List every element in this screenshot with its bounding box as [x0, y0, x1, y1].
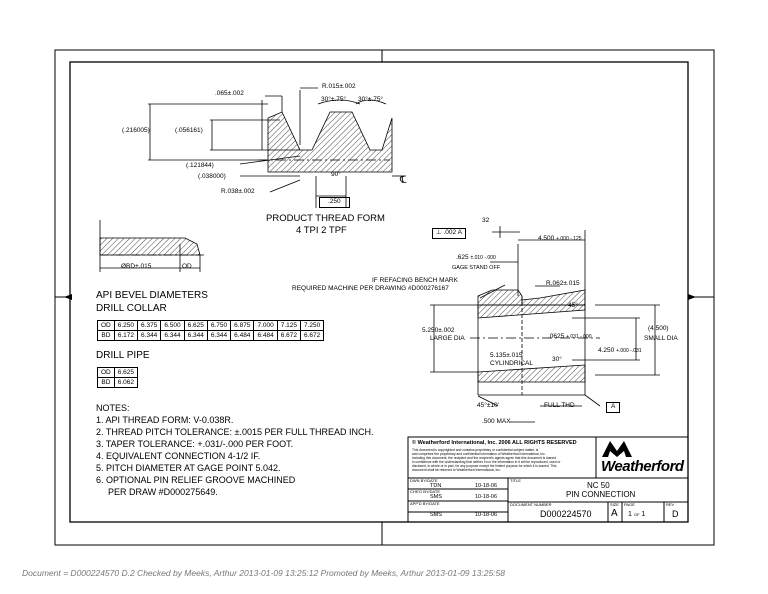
bevel-heading: API BEVEL DIAMETERS — [96, 290, 208, 301]
dwn-date: 10-18-06 — [475, 483, 498, 489]
note-6-continued: PER DRAW #D000275649. — [108, 487, 218, 497]
datum-a: A — [606, 402, 621, 413]
appd-label: APP'D BY/DATE — [410, 501, 440, 506]
large-dia-label: LARGE DIA — [430, 335, 465, 342]
dim-r038: R.038±.002 — [221, 188, 255, 195]
angle-45-bottom: 45°±10' — [477, 402, 499, 409]
small-dia-label: SMALL DIA — [644, 335, 678, 342]
large-dia-value: 5.250±.002 — [422, 327, 455, 334]
dim-121: (.121844) — [186, 162, 214, 169]
inner-border — [69, 61, 689, 523]
drawing-title-1: NC 50 — [587, 481, 610, 490]
pin-connection-drawing — [430, 226, 660, 423]
note-4: 4. EQUIVALENT CONNECTION 4-1/2 IF. — [96, 451, 261, 461]
size-label: SIZE — [610, 502, 619, 507]
title-block-grid — [407, 436, 689, 523]
refacing-note-2: REQUIRED MACHINE PER DRAWING #D000276167 — [292, 285, 449, 292]
thread-form-drawing — [148, 87, 406, 208]
angle-90: 90° — [331, 171, 341, 178]
dim-r062: R.062±.015 — [546, 280, 580, 287]
bd-label: ØBD±.015 — [121, 263, 152, 270]
note-6: 6. OPTIONAL PIN RELIEF GROOVE MACHINED — [96, 475, 296, 485]
legal-line: This document is copyrighted and contain… — [412, 448, 539, 452]
dwn-label: DWN BY/DATE — [410, 478, 438, 483]
angle-45: 45° — [568, 302, 578, 309]
dim-038: (.038000) — [198, 173, 226, 180]
centerline-symbol: ℄ — [400, 175, 407, 186]
drawing-title-2: PIN CONNECTION — [566, 490, 636, 499]
company-name: Weatherford — [601, 458, 684, 475]
dim-r015: R.015±.002 — [322, 83, 356, 90]
revision: D — [672, 509, 679, 519]
thread-form-title: PRODUCT THREAD FORM — [266, 213, 385, 224]
note-5: 5. PITCH DIAMETER AT GAGE POINT 5.042. — [96, 463, 281, 473]
dwn-by: TDN — [430, 483, 442, 489]
angle-30-right: 30°±.75° — [358, 96, 384, 103]
appd-date: 10-18-06 — [475, 512, 498, 518]
rev-label: REV — [666, 502, 675, 507]
chkd-date: 10-18-06 — [475, 494, 498, 500]
document-number: D000224570 — [540, 509, 592, 519]
company-logo-icon — [602, 441, 632, 457]
note-3: 3. TAPER TOLERANCE: +.031/-.000 PER FOOT… — [96, 439, 294, 449]
dim-250: .250 — [319, 197, 350, 208]
legal-line: including this document, the recipient a… — [412, 456, 556, 460]
dim-625: .625 ±.010 -.000 — [456, 254, 496, 261]
page-count: 1 OF 1 — [628, 511, 646, 518]
bevel-detail-drawing — [99, 220, 205, 272]
dim-216: (.216005) — [122, 127, 150, 134]
legal-line: in confidence with the understanding tha… — [412, 460, 561, 464]
dim-4500: 4.500 +.000 -.125 — [538, 235, 582, 242]
legal-line: disclosed, in whole or in part, for any … — [412, 464, 557, 468]
note-2: 2. THREAD PITCH TOLERANCE: ±.0015 PER FU… — [96, 427, 374, 437]
gage-standoff: GAGE STAND OFF — [452, 265, 501, 271]
dim-500-max: .500 MAX — [482, 418, 511, 425]
appd-by: SMS — [430, 512, 442, 518]
title-label: TITLE — [510, 478, 521, 483]
copyright: © Weatherford International, Inc. 2006 A… — [412, 440, 577, 446]
notes-heading: NOTES: — [96, 403, 130, 413]
note-1: 1. API THREAD FORM: V-0.038R. — [96, 415, 234, 425]
full-thread-label: FULL THD — [544, 402, 575, 409]
sheet-size: A — [611, 508, 618, 519]
dim-0625: .0625 +.031 -.000 — [548, 333, 592, 340]
frame-tolerance: ⊥ .002 A — [432, 228, 466, 239]
dim-4500-ref: (4.500) — [648, 325, 669, 332]
drill-collar-label: DRILL COLLAR — [96, 303, 167, 314]
chkd-label: CHK'D BY/DATE — [410, 489, 441, 494]
dim-065: .065±.002 — [215, 90, 244, 97]
angle-32: 32 — [482, 217, 490, 224]
cylindrical-value: 5.135±.015 — [490, 352, 523, 359]
thread-form-subtitle: 4 TPI 2 TPF — [296, 225, 347, 236]
angle-30-left: 30°±.75° — [321, 96, 347, 103]
angle-30: 30° — [552, 356, 562, 363]
page-label: PAGE — [624, 502, 635, 507]
legal-line: document shall be returned to Weatherfor… — [412, 468, 501, 472]
chkd-by: SMS — [430, 494, 442, 500]
docnum-label: DOCUMENT NUMBER — [510, 502, 552, 507]
dim-056: (.056161) — [175, 127, 203, 134]
cylindrical-label: CYLINDRICAL — [490, 360, 533, 367]
refacing-note-1: IF REFACING BENCH MARK — [372, 277, 458, 284]
drill-pipe-label: DRILL PIPE — [96, 350, 150, 361]
document-footer: Document = D000224570 D.2 Checked by Mee… — [22, 568, 505, 578]
legal-line: and comprises the proprietary and confid… — [412, 452, 546, 456]
dim-4250: 4.250 +.000 -.031 — [598, 347, 642, 354]
od-label: OD — [182, 263, 192, 270]
